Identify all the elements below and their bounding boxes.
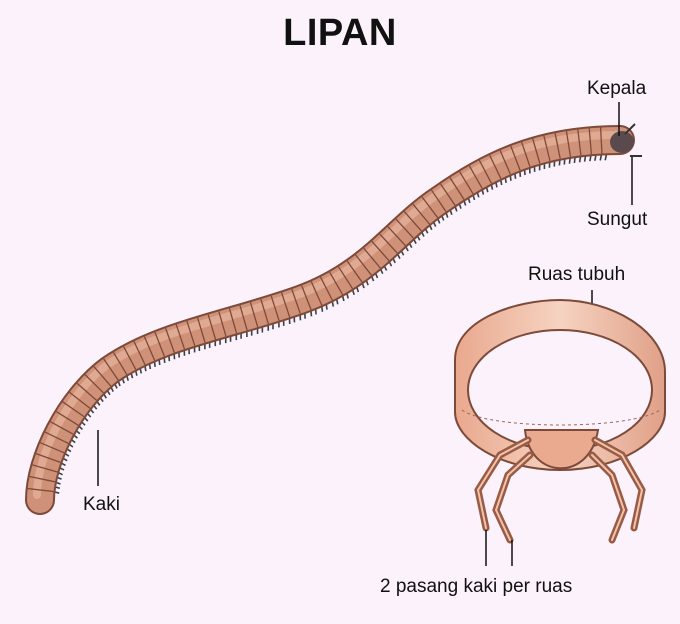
segment-line xyxy=(449,177,465,200)
segment-line xyxy=(239,305,248,331)
segment-line xyxy=(430,189,447,212)
segment-line xyxy=(458,171,474,195)
segment-line xyxy=(260,298,270,325)
segment-line xyxy=(599,127,603,154)
segment-line xyxy=(76,382,97,401)
diagram-title: LIPAN xyxy=(283,12,397,54)
segment-line xyxy=(310,281,323,306)
segment-line xyxy=(412,203,431,225)
segment-line xyxy=(371,240,390,262)
segment-line xyxy=(468,165,483,189)
segment-line xyxy=(112,351,128,375)
segment-line xyxy=(29,475,56,483)
segment-line xyxy=(39,442,65,454)
segment-line xyxy=(577,129,582,156)
segment-line xyxy=(532,138,541,164)
segment-line xyxy=(55,411,79,426)
body-segments xyxy=(27,127,603,493)
segment-line xyxy=(337,266,354,290)
segment-line xyxy=(301,285,312,310)
segment-line xyxy=(133,340,146,366)
segment-line xyxy=(249,302,259,328)
segment-line xyxy=(489,154,502,179)
segment-line xyxy=(35,453,61,463)
segment-line xyxy=(403,211,422,232)
label-antenna: Sungut xyxy=(587,209,648,230)
segment-line xyxy=(93,366,112,387)
segment-line xyxy=(154,331,165,357)
segment-line xyxy=(521,141,531,167)
segment-line xyxy=(69,391,91,409)
segment-line xyxy=(218,311,227,337)
segment-line xyxy=(543,135,551,162)
segment-line xyxy=(228,308,238,334)
segment-line xyxy=(499,150,511,175)
segment-ring-detail xyxy=(454,298,666,544)
segment-line xyxy=(27,487,54,493)
segment-line xyxy=(346,260,363,283)
segment-line xyxy=(84,374,104,394)
segment-line xyxy=(270,295,280,321)
label-head: Kepala xyxy=(587,78,647,99)
segment-line xyxy=(102,358,119,381)
segment-line xyxy=(363,247,381,269)
segment-line xyxy=(554,132,561,159)
segment-line xyxy=(379,233,398,254)
segment-line xyxy=(32,464,58,473)
segment-line xyxy=(44,431,69,444)
segment-line xyxy=(387,226,406,247)
segment-line xyxy=(421,196,439,219)
segment-line xyxy=(186,320,196,346)
segment-line xyxy=(143,336,156,361)
segment-line xyxy=(395,218,414,239)
label-leg: Kaki xyxy=(83,494,120,515)
segment-line xyxy=(510,145,521,171)
segment-line xyxy=(478,159,493,184)
segment-line xyxy=(164,327,175,353)
segment-line xyxy=(355,254,372,276)
segment-line xyxy=(565,130,572,157)
segment-line xyxy=(122,346,137,370)
segment-line xyxy=(280,292,291,318)
segment-line xyxy=(196,317,206,343)
segment-line xyxy=(319,276,333,301)
segment-line xyxy=(62,401,85,418)
segment-line xyxy=(50,421,74,435)
segment-line xyxy=(207,314,217,340)
centipede-head xyxy=(610,123,642,157)
label-legs-per-segment: 2 pasang kaki per ruas xyxy=(380,576,573,597)
segment-line xyxy=(291,288,301,314)
segment-line xyxy=(329,271,344,296)
segment-line xyxy=(588,128,593,155)
segment-line xyxy=(440,183,456,206)
segment-line xyxy=(175,324,186,350)
label-body-segment: Ruas tubuh xyxy=(528,264,626,285)
